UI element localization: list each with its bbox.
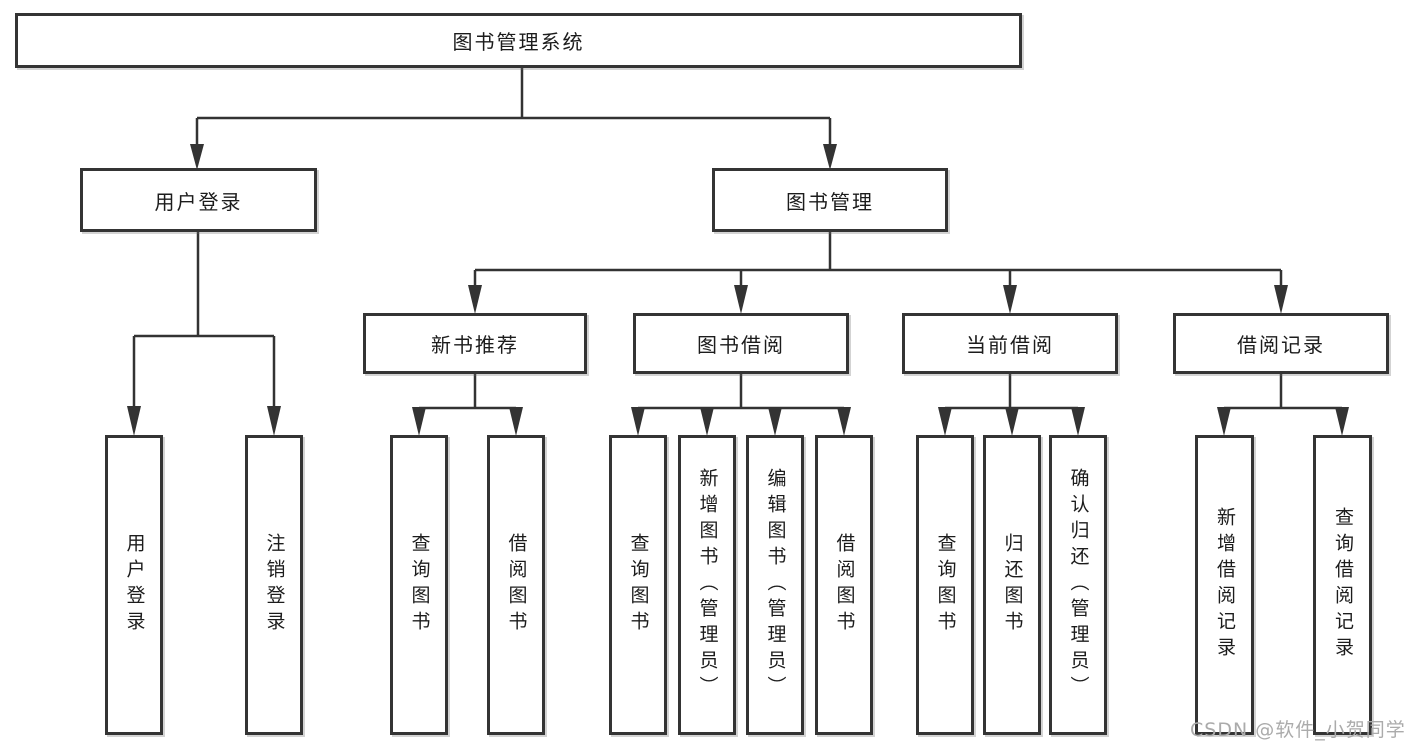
node-user-login-label: 用户登录	[154, 189, 243, 214]
node-borrowing-records-label: 借阅记录	[1237, 333, 1325, 357]
leaf-logout-login: 注销登录	[245, 435, 303, 735]
leaf-borrowing-borrow-books-label: 借阅图书	[833, 533, 856, 637]
node-current-borrowing-label: 当前借阅	[966, 333, 1054, 357]
leaf-recommend-query-books: 查询图书	[390, 435, 448, 735]
leaf-return-books-label: 归还图书	[1001, 533, 1024, 637]
leaf-query-borrow-record-label: 查询借阅记录	[1332, 507, 1354, 663]
leaf-user-login: 用户登录	[105, 435, 163, 735]
node-book-borrowing-label: 图书借阅	[697, 333, 785, 357]
watermark: CSDN @软件_小贺同学	[1190, 719, 1405, 741]
leaf-recommend-borrow-books: 借阅图书	[487, 435, 545, 735]
node-library-system: 图书管理系统	[15, 13, 1022, 68]
leaf-query-borrow-record: 查询借阅记录	[1313, 435, 1372, 735]
leaf-logout-login-label: 注销登录	[263, 533, 286, 637]
arrowheads	[127, 144, 1349, 436]
leaf-confirm-return-admin: 确认归还（管理员）	[1049, 435, 1107, 735]
node-book-borrowing: 图书借阅	[633, 313, 849, 374]
leaf-current-query-books: 查询图书	[916, 435, 974, 735]
leaf-add-borrow-record: 新增借阅记录	[1195, 435, 1254, 735]
leaf-borrowing-borrow-books: 借阅图书	[815, 435, 873, 735]
leaf-recommend-borrow-books-label: 借阅图书	[505, 533, 528, 637]
leaf-add-books-admin: 新增图书（管理员）	[678, 435, 736, 735]
node-user-login: 用户登录	[80, 168, 317, 232]
node-borrowing-records: 借阅记录	[1173, 313, 1389, 374]
leaf-add-books-admin-label: 新增图书（管理员）	[696, 468, 719, 702]
node-current-borrowing: 当前借阅	[902, 313, 1118, 374]
leaf-confirm-return-admin-label: 确认归还（管理员）	[1067, 468, 1090, 702]
node-book-management-label: 图书管理	[786, 189, 874, 214]
leaf-add-borrow-record-label: 新增借阅记录	[1214, 507, 1236, 663]
leaf-user-login-label: 用户登录	[123, 533, 146, 637]
leaf-borrowing-query-books-label: 查询图书	[627, 533, 650, 637]
leaf-borrowing-query-books: 查询图书	[609, 435, 667, 735]
leaf-edit-books-admin-label: 编辑图书（管理员）	[764, 468, 787, 702]
node-new-book-recommend: 新书推荐	[363, 313, 587, 374]
node-book-management: 图书管理	[712, 168, 948, 232]
node-library-system-label: 图书管理系统	[452, 30, 585, 54]
leaf-current-query-books-label: 查询图书	[934, 533, 957, 637]
node-new-book-recommend-label: 新书推荐	[431, 333, 519, 357]
leaf-edit-books-admin: 编辑图书（管理员）	[746, 435, 804, 735]
leaf-return-books: 归还图书	[983, 435, 1041, 735]
leaf-recommend-query-books-label: 查询图书	[408, 533, 431, 637]
